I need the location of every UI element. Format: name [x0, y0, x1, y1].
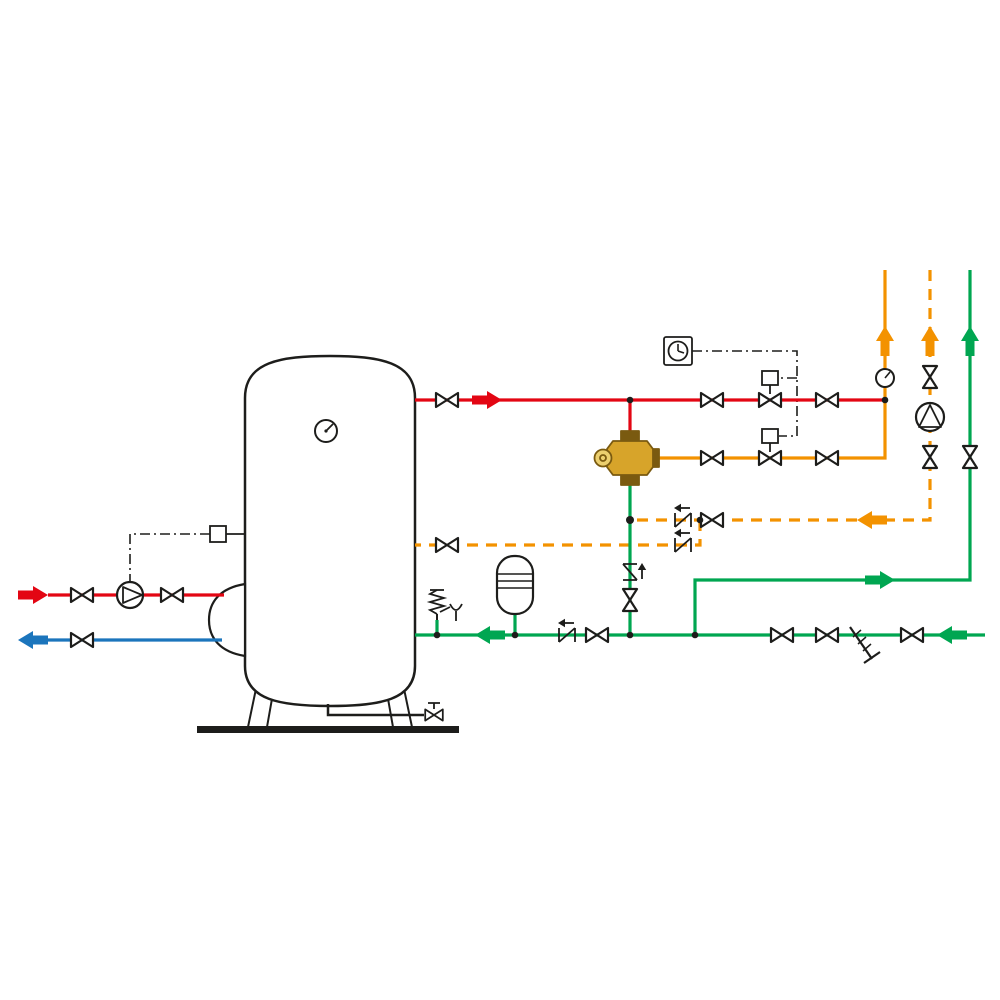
- timer: [663, 336, 693, 366]
- cold-main-arrow: [937, 626, 967, 644]
- shutoff-valve: [899, 626, 925, 644]
- shutoff-valve: [69, 586, 95, 604]
- motorized-valve-actuators: [761, 370, 779, 452]
- check-valve: [673, 502, 692, 528]
- hot-outlet-arrow: [472, 391, 502, 409]
- tank-thermometer: [314, 419, 338, 443]
- check-valve: [673, 527, 692, 553]
- mixer-union-bottom: [620, 475, 640, 486]
- check-valve: [622, 562, 648, 581]
- boiler-pump: [115, 580, 145, 610]
- actuator-box-mixed: [761, 428, 779, 444]
- boiler-flow-arrow: [18, 586, 48, 604]
- junction-dots: [433, 396, 889, 639]
- shutoff-valve: [769, 626, 795, 644]
- drain-valve: [424, 708, 444, 722]
- cold-water-arrows: [475, 326, 979, 644]
- tank-base: [197, 726, 459, 733]
- actuator-box-hot: [761, 370, 779, 386]
- recirculation-pipes: [415, 270, 932, 547]
- shutoff-valve: [69, 631, 95, 649]
- timer-control-line: [692, 350, 798, 437]
- mixer-body: [606, 440, 654, 476]
- motorized-valve-body-mixed: [757, 449, 783, 467]
- check-valves: [557, 502, 692, 643]
- expansion-vessel: [495, 554, 535, 616]
- shutoff-valve: [699, 449, 725, 467]
- temperature-gauge: [875, 368, 895, 388]
- shutoff-valve: [921, 444, 939, 470]
- tank-body: [243, 354, 417, 708]
- mixer-knob-center: [599, 454, 607, 462]
- hot-pipes: [48, 398, 885, 597]
- recirculation-to-tank: [415, 520, 702, 547]
- shutoff-valve: [961, 444, 979, 470]
- shutoff-valve: [699, 391, 725, 409]
- shutoff-valve: [699, 511, 725, 529]
- cold-branch-arrow: [865, 571, 895, 589]
- shutoff-valve: [814, 449, 840, 467]
- shutoff-valve: [814, 391, 840, 409]
- shutoff-valve: [434, 391, 460, 409]
- cold-to-tank-arrow: [475, 626, 505, 644]
- control-lines: [129, 350, 798, 581]
- shutoff-valve: [434, 536, 460, 554]
- shutoff-valve: [921, 364, 939, 390]
- mixed-riser-arrow: [876, 326, 894, 356]
- cold-water-riser: [693, 270, 972, 635]
- recirc-riser-arrow: [921, 326, 939, 356]
- cold-return-arrows: [18, 631, 48, 649]
- cold-riser-arrow: [961, 326, 979, 356]
- coil-flange: [207, 582, 247, 658]
- safety-relief-valve: [426, 589, 463, 621]
- motorized-valve-body-hot: [757, 391, 783, 409]
- check-valve: [557, 617, 576, 643]
- strainer: [849, 626, 881, 664]
- boiler-return-arrow: [18, 631, 48, 649]
- shutoff-valve: [814, 626, 840, 644]
- mixer-union-top: [620, 430, 640, 441]
- thermostatic-mixing-valve: [593, 430, 660, 486]
- shutoff-valve: [159, 586, 185, 604]
- recirculation-pump: [914, 401, 946, 433]
- shutoff-valve: [621, 587, 639, 613]
- mixer-knob: [593, 448, 613, 468]
- recirc-return-arrow: [857, 511, 887, 529]
- drain-valve-assembly: [326, 702, 444, 722]
- thermostat-control-line: [129, 533, 210, 581]
- shutoff-valve: [584, 626, 610, 644]
- pump-thermostat: [209, 525, 245, 543]
